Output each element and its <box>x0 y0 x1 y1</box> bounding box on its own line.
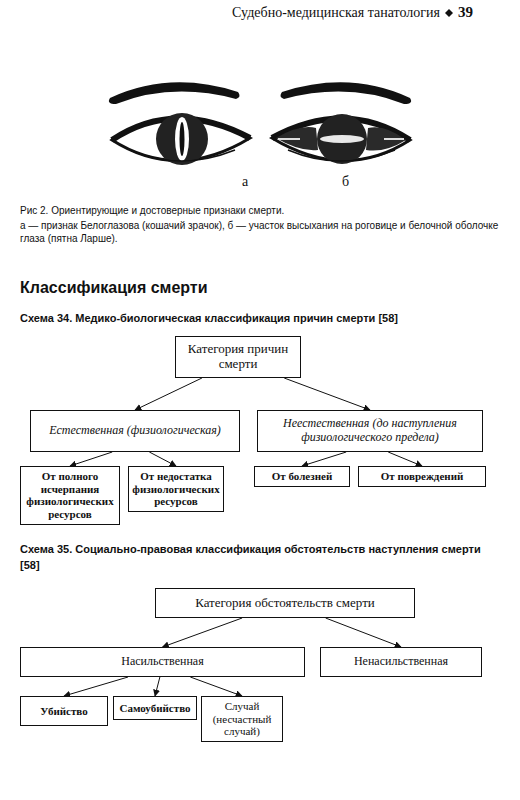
arrow-connector <box>64 677 128 696</box>
eyebrow <box>280 82 411 104</box>
box-text: Естественная (физиологическая) <box>49 424 221 438</box>
classification-box: Убийство <box>20 696 108 726</box>
cat-pupil-slit <box>180 122 185 156</box>
classification-box: От болезней <box>254 466 350 487</box>
classification-box: От повреждений <box>358 466 486 487</box>
lower-lid <box>288 150 395 161</box>
box-text: От болезней <box>272 470 332 483</box>
classification-box: Неестественная (до наступления физиологи… <box>257 410 483 452</box>
arrow-connector <box>135 378 202 410</box>
cat-pupil <box>175 117 189 161</box>
box-text: Ненасильственная <box>354 655 448 669</box>
classification-box: От полного исчерпания физиологических ре… <box>20 466 120 525</box>
classification-box: Случай (несчастный случай) <box>201 696 283 742</box>
box-text: Самоубийство <box>119 702 190 715</box>
scheme-caption: Схема 34. Медико-биологическая классифик… <box>20 312 500 324</box>
classification-box: Ненасильственная <box>320 647 482 677</box>
box-text: От повреждений <box>381 470 464 483</box>
arrow-connector <box>155 677 160 696</box>
box-text: Категория обстоятельств смерти <box>195 596 375 611</box>
iris <box>156 113 208 165</box>
figure-caption: Рис 2. Ориентирующие и достоверные призн… <box>20 204 500 217</box>
box-text: Категория причин смерти <box>180 342 296 372</box>
classification-box: От недостатка физиологических ресурсов <box>128 466 224 512</box>
box-text: Убийство <box>40 705 87 718</box>
scheme-caption: Схема 35. Социально-правовая классификац… <box>20 542 490 574</box>
section-heading: Классификация смерти <box>20 279 500 297</box>
box-text: От недостатка физиологических ресурсов <box>132 470 219 508</box>
eye-outline <box>112 118 250 160</box>
classification-box: Самоубийство <box>113 696 197 720</box>
page-number: 39 <box>458 4 488 21</box>
lower-lid <box>130 150 235 161</box>
dried-cornea <box>320 135 364 143</box>
box-text: Неестественная (до наступления физиологи… <box>262 417 478 445</box>
figure-part-letter: б <box>342 174 358 190</box>
arrow-connector <box>190 677 242 696</box>
figure-legend-text: а — признак Белоглазова (кошачий зрачок)… <box>20 219 500 245</box>
arrow-connector <box>163 618 243 647</box>
box-text: От полного исчерпания физиологических ре… <box>25 470 115 521</box>
arrow-connector <box>284 378 370 410</box>
figure-part-letter: а <box>242 174 258 190</box>
iris <box>317 114 367 164</box>
arrow-connector <box>326 618 401 647</box>
arrow-connector <box>302 452 346 466</box>
box-text: Насильственная <box>121 655 203 669</box>
arrow-connector <box>149 452 176 466</box>
dry-streak <box>278 138 404 140</box>
running-header: Судебно-медицинская танатология <box>180 5 440 21</box>
classification-box: Категория обстоятельств смерти <box>155 588 415 618</box>
arrow-connector <box>388 452 422 466</box>
header-ornament <box>445 9 453 17</box>
classification-box: Естественная (физиологическая) <box>30 410 240 452</box>
classification-box: Категория причин смерти <box>175 336 301 378</box>
box-text: Случай (несчастный случай) <box>206 700 278 738</box>
classification-box: Насильственная <box>20 647 305 677</box>
eyebrow <box>109 82 240 104</box>
arrow-connector <box>70 452 112 466</box>
